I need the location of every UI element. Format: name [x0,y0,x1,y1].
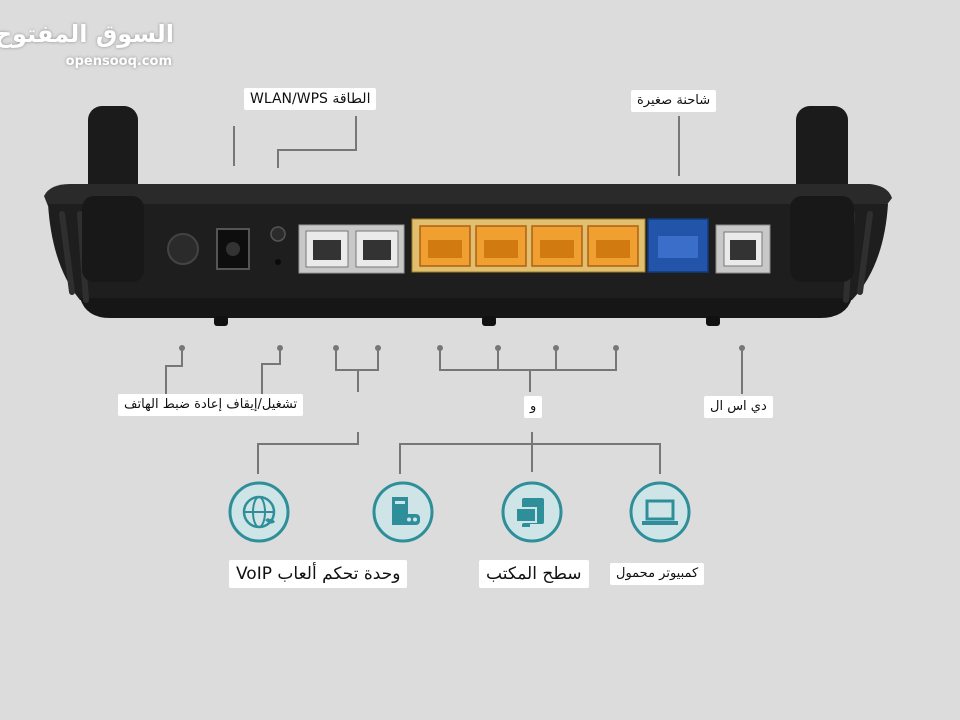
desktop-icon [500,480,564,544]
label-lan: و [524,396,543,418]
dsl-port-hole [730,240,756,260]
label-dsl: دي اس ال [704,396,773,418]
logo-arabic-text: السوق المفتوح [0,20,174,48]
center-foot [482,316,496,326]
power-button [167,233,199,265]
right-antenna-base [790,196,854,282]
game-console-icon [371,480,435,544]
phone-port-2 [355,230,399,268]
device-connector-lines [257,432,661,474]
label-power-wlan-wps: الطاقة WLAN/WPS [244,88,377,110]
label-laptop: كمبيوتر محمول [610,563,705,585]
laptop-icon [628,480,692,544]
globe-phone-icon [227,480,291,544]
label-usb: شاحنة صغيرة [631,90,717,112]
wps-button [270,226,286,242]
reset-hole [275,259,281,265]
label-onoff-reset-phone: تشغيل/إيقاف إعادة ضبط الهاتف [118,394,304,416]
lan-port-holes [428,240,630,258]
right-foot [706,316,720,326]
router-top-edge [44,184,892,206]
label-desktop: سطح المكتب [479,560,589,588]
bottom-pointer-dots [179,345,745,351]
label-voip-game-console: وحدة تحكم ألعاب VoIP [229,560,408,588]
power-jack-hole [226,242,240,256]
left-foot [214,316,228,326]
left-antenna-base [82,196,144,282]
wan-port-hole [658,236,698,258]
router-ribbed-base [80,298,852,318]
bottom-pointer-lines [165,346,743,394]
opensooq-logo: السوق المفتوح opensooq.com [0,20,182,80]
logo-latin-text: opensooq.com [65,54,172,69]
top-pointer-lines [233,116,680,176]
phone-port-1 [305,230,349,268]
